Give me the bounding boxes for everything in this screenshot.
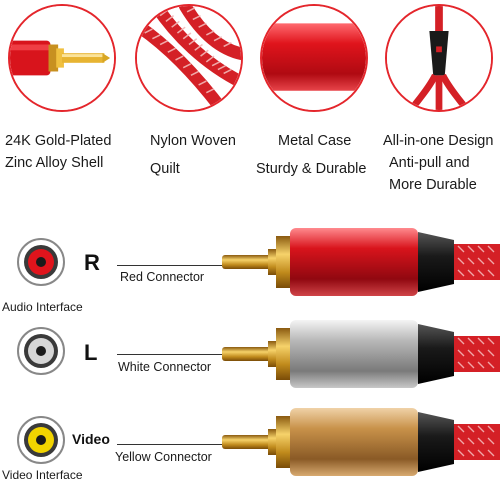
jack-yellow-icon — [16, 415, 66, 465]
connector-label-red: Red Connector — [120, 270, 205, 284]
jack-red-icon — [16, 237, 66, 287]
leader-line-white — [117, 354, 230, 355]
feature-caption-nylon: Nylon Woven Quilt — [150, 133, 236, 177]
rca-plug-red — [218, 222, 500, 302]
channel-letter-l: L — [84, 340, 98, 365]
feature-image-nylon-braid — [135, 4, 243, 112]
channel-letter-r: R — [84, 250, 100, 275]
connector-label-yellow: Yellow Connector — [115, 450, 212, 464]
feature-image-metal-case — [260, 4, 368, 112]
feature-image-splitter — [385, 4, 493, 112]
jack-white-icon — [16, 326, 66, 376]
rca-plug-white — [218, 314, 500, 394]
rca-plug-yellow — [218, 402, 500, 482]
feature-image-gold-tip — [8, 4, 116, 112]
feature-caption-metal-case: Metal Case Sturdy & Durable — [256, 133, 367, 177]
interface-label-video: Video Interface — [2, 468, 83, 482]
channel-letter-video: Video — [72, 431, 110, 447]
interface-label-audio: Audio Interface — [2, 300, 83, 314]
connector-label-white: White Connector — [118, 360, 212, 374]
leader-line-red — [117, 265, 230, 266]
leader-line-yellow — [117, 444, 230, 445]
feature-caption-all-in-one: All-in-one Design Anti-pull and More Dur… — [383, 133, 494, 193]
feature-caption-gold-plated: 24K Gold-Plated Zinc Alloy Shell — [5, 133, 112, 171]
